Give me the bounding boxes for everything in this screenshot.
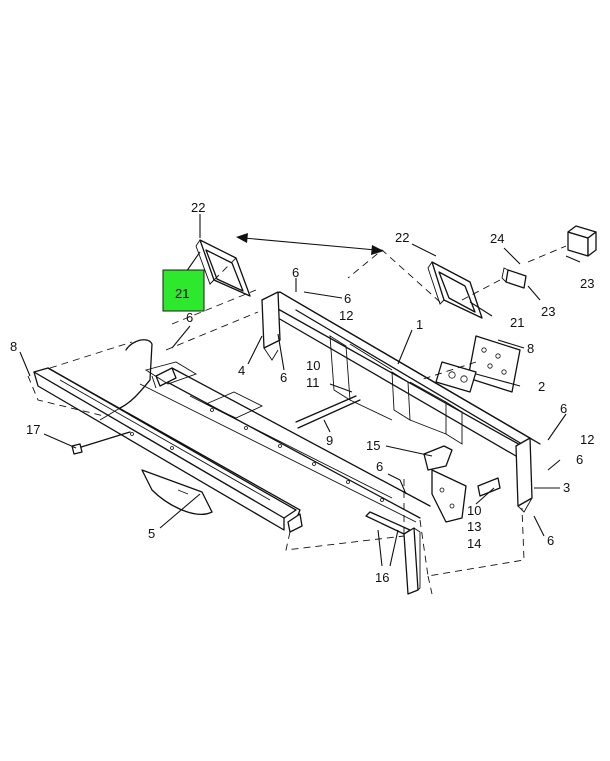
callout-6[interactable]: 6 xyxy=(376,459,383,474)
bracket-part-15-drawing xyxy=(423,445,501,523)
double-arrow xyxy=(236,233,384,255)
callout-6[interactable]: 12 xyxy=(580,432,594,447)
callout-22[interactable]: 22 xyxy=(395,230,409,245)
callout-9[interactable]: 9 xyxy=(326,433,333,448)
callout-2[interactable]: 2 xyxy=(538,379,545,394)
callout-23[interactable]: 23 xyxy=(580,276,594,291)
callout-14[interactable]: 14 xyxy=(467,536,481,551)
callout-23[interactable]: 23 xyxy=(541,304,555,319)
callout-6[interactable]: 6 xyxy=(186,310,193,325)
callout-10[interactable]: 10 xyxy=(306,358,320,373)
callout-24[interactable]: 24 xyxy=(490,231,504,246)
callout-6[interactable]: 6 xyxy=(292,265,299,280)
end-cap-drawing xyxy=(287,513,303,533)
plate-part-2-drawing xyxy=(435,335,521,393)
callout-6[interactable]: 6 xyxy=(560,401,567,416)
callout-6[interactable]: 6 xyxy=(547,533,554,548)
callout-17[interactable]: 17 xyxy=(26,422,40,437)
callout-3[interactable]: 3 xyxy=(563,480,570,495)
side-skirt-drawing xyxy=(33,339,301,531)
callout-5[interactable]: 5 xyxy=(148,526,155,541)
callout-1[interactable]: 1 xyxy=(416,317,423,332)
callout-8[interactable]: 8 xyxy=(527,341,534,356)
callout-22[interactable]: 22 xyxy=(191,200,205,215)
clip-part-24-drawing xyxy=(501,267,527,289)
step-bracket-right-drawing xyxy=(427,261,483,319)
callout-4[interactable]: 4 xyxy=(238,363,245,378)
step-bracket-left-drawing xyxy=(195,239,251,297)
lower-shield-part-5-drawing xyxy=(141,469,213,515)
callout-13[interactable]: 13 xyxy=(467,519,481,534)
callout-10[interactable]: 10 xyxy=(467,503,481,518)
callout-15[interactable]: 15 xyxy=(366,438,380,453)
callout-labels: 22 21 22 24 23 23 21 6 6 12 1 8 6 8 4 6 … xyxy=(10,200,594,585)
callout-leaders xyxy=(19,214,581,567)
vertical-post-drawing xyxy=(365,511,421,595)
callout-12[interactable]: 12 xyxy=(339,308,353,323)
callout-21-highlighted[interactable]: 21 xyxy=(175,286,189,301)
callout-6[interactable]: 6 xyxy=(344,291,351,306)
block-part-23-drawing xyxy=(567,225,597,257)
callout-12[interactable]: 6 xyxy=(576,452,583,467)
callout-21[interactable]: 21 xyxy=(510,315,524,330)
callout-6[interactable]: 6 xyxy=(280,370,287,385)
callout-11[interactable]: 11 xyxy=(306,375,320,390)
callout-16[interactable]: 16 xyxy=(375,570,389,585)
bolt-part-17-drawing xyxy=(71,431,131,455)
highlighted-callout-box[interactable] xyxy=(162,269,205,312)
callout-8[interactable]: 8 xyxy=(10,339,17,354)
main-frame-part-1-drawing xyxy=(139,291,541,523)
